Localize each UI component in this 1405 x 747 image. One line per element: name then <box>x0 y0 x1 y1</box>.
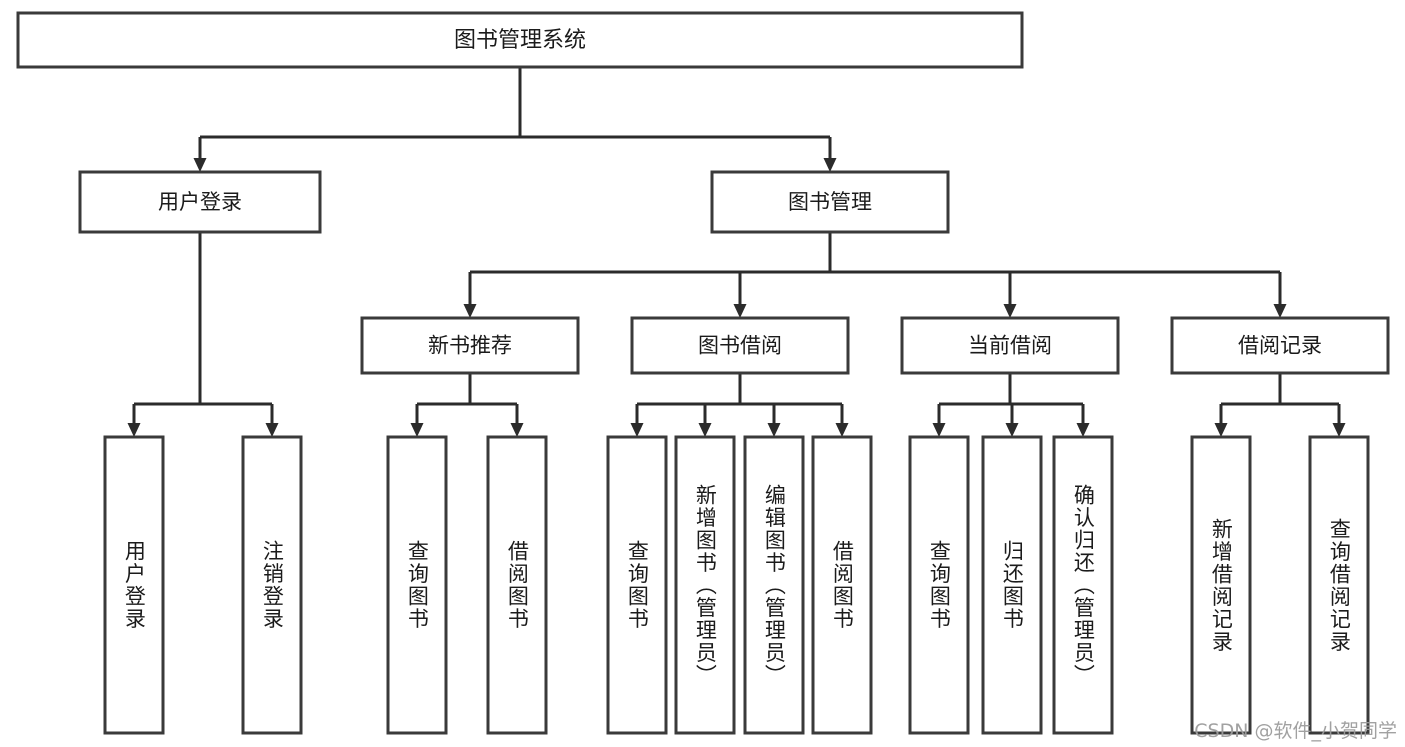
leaf-arrow-borrow-record-0-arrowhead <box>1214 423 1228 437</box>
node-box-new-book-recommend <box>360 316 580 375</box>
node-box-book-borrow <box>630 316 850 375</box>
level2-arrow-0-arrowhead <box>193 158 207 172</box>
leaf-arrow-new-book-recommend-0-arrowhead <box>410 423 424 437</box>
node-box-leaf-user-login <box>103 435 165 735</box>
node-label-user-login: 用户登录 <box>158 190 242 214</box>
leaf-arrow-book-borrow-0-arrowhead <box>630 423 644 437</box>
node-box-leaf-add-record <box>1190 435 1252 735</box>
node-box-leaf-borrow-book-1 <box>486 435 548 735</box>
leaf-arrow-book-borrow-2-arrowhead <box>767 423 781 437</box>
node-box-current-borrow <box>900 316 1120 375</box>
level3-arrow-0-arrowhead <box>463 304 477 318</box>
leaf-arrow-book-borrow-3-arrowhead <box>835 423 849 437</box>
leaf-arrow-current-borrow-1-arrowhead <box>1005 423 1019 437</box>
node-box-leaf-user-logout <box>241 435 303 735</box>
connectors-layer <box>127 67 1346 437</box>
leaf-arrow-user-login-1-arrowhead <box>265 423 279 437</box>
node-box-leaf-borrow-book-2 <box>811 435 873 735</box>
node-box-leaf-edit-book <box>743 435 805 735</box>
node-label-current-borrow: 当前借阅 <box>968 334 1052 358</box>
level3-arrow-3-arrowhead <box>1273 304 1287 318</box>
node-box-leaf-add-book <box>674 435 736 735</box>
node-box-book-manage <box>710 170 950 234</box>
node-box-leaf-query-record <box>1308 435 1370 735</box>
level2-arrow-1-arrowhead <box>823 158 837 172</box>
boxes-layer <box>16 11 1390 735</box>
node-label-root: 图书管理系统 <box>454 28 586 53</box>
leaf-arrow-user-login-0-arrowhead <box>127 423 141 437</box>
node-label-new-book-recommend: 新书推荐 <box>428 334 512 358</box>
level3-arrow-2-arrowhead <box>1003 304 1017 318</box>
level3-arrow-1-arrowhead <box>733 304 747 318</box>
node-label-book-manage: 图书管理 <box>788 190 872 214</box>
node-box-leaf-confirm-return <box>1052 435 1114 735</box>
leaf-arrow-borrow-record-1-arrowhead <box>1332 423 1346 437</box>
node-label-book-borrow: 图书借阅 <box>698 334 782 358</box>
node-box-borrow-record <box>1170 316 1390 375</box>
leaf-arrow-current-borrow-0-arrowhead <box>932 423 946 437</box>
watermark-text: CSDN @软件_小贺同学 <box>1194 720 1397 742</box>
leaf-arrow-book-borrow-1-arrowhead <box>698 423 712 437</box>
node-label-borrow-record: 借阅记录 <box>1238 334 1322 358</box>
node-box-leaf-query-book-3 <box>908 435 970 735</box>
node-box-leaf-query-book-1 <box>386 435 448 735</box>
node-box-user-login <box>78 170 322 234</box>
leaf-arrow-current-borrow-2-arrowhead <box>1076 423 1090 437</box>
node-box-root <box>16 11 1024 69</box>
leaf-arrow-new-book-recommend-1-arrowhead <box>510 423 524 437</box>
node-box-leaf-query-book-2 <box>606 435 668 735</box>
node-box-leaf-return-book <box>981 435 1043 735</box>
